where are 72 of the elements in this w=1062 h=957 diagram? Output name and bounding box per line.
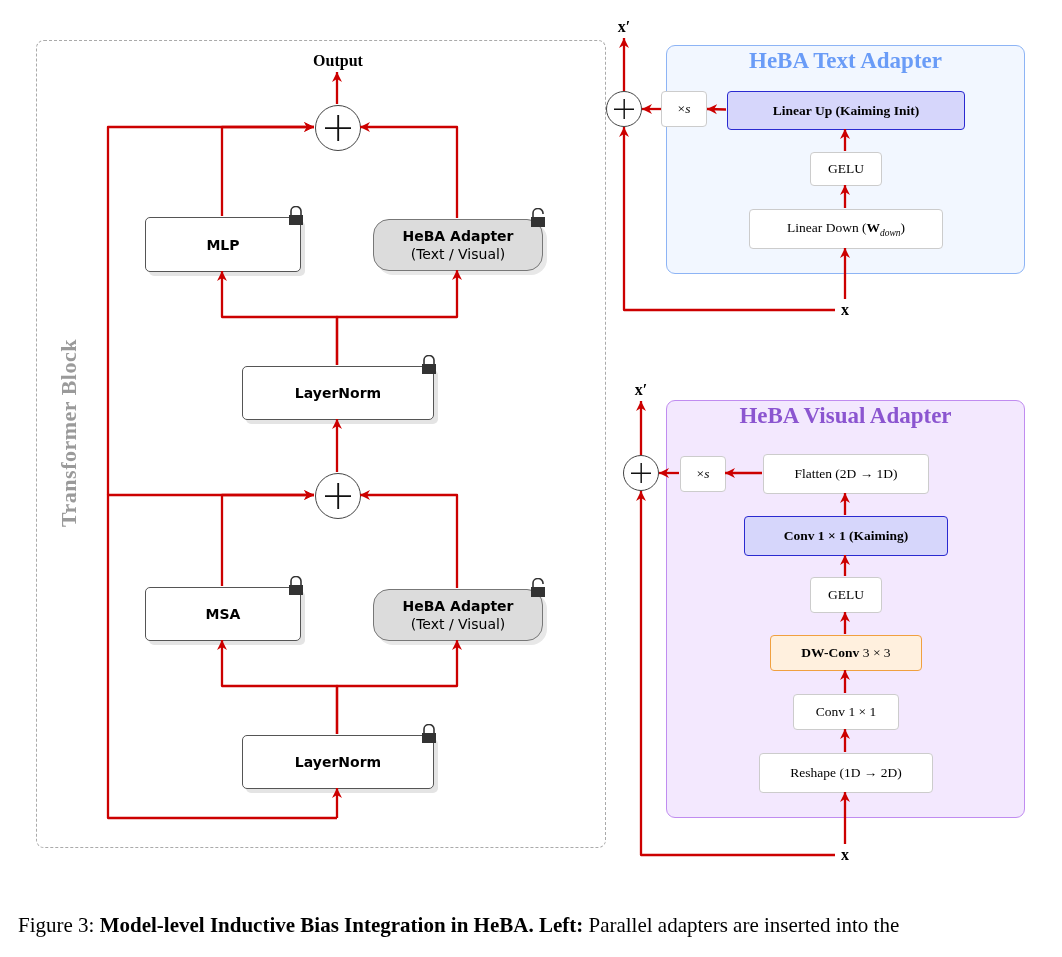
box-label: Conv 1 × 1 (Kaiming) <box>783 528 909 544</box>
arrow <box>619 127 835 312</box>
arrow <box>659 468 679 478</box>
box-title: HeBA Adapter <box>402 226 514 245</box>
layer-box <box>810 152 882 186</box>
box-label: GELU <box>828 161 864 177</box>
box-title: HeBA Adapter <box>402 596 514 615</box>
box-label: GELU <box>828 587 864 603</box>
box-label: ×s <box>696 466 710 482</box>
arrow <box>840 729 850 752</box>
layer-box <box>744 516 948 556</box>
arrow <box>840 612 850 634</box>
box-subtitle: (Text / Visual) <box>410 245 506 264</box>
box-label: Conv 1 × 1 <box>815 704 877 720</box>
arrow <box>642 104 661 114</box>
box-subtitle: (Text / Visual) <box>410 615 506 634</box>
box-label: Flatten (2D → 1D) <box>794 466 898 482</box>
layer-box <box>793 694 899 730</box>
arrow <box>335 270 462 365</box>
box-label: Linear Up (Kaiming Init) <box>772 102 920 119</box>
arrow <box>335 640 462 734</box>
sum-circle <box>315 473 361 519</box>
arrow <box>619 38 629 91</box>
input-label: x <box>841 846 849 864</box>
sum-circle <box>623 455 659 491</box>
box-label: LayerNorm <box>294 385 382 401</box>
box-label: MLP <box>206 236 240 253</box>
arrow <box>360 122 459 218</box>
box-label: Reshape (1D → 2D) <box>790 765 902 781</box>
block-title: Transformer Block <box>56 339 82 527</box>
arrow <box>332 72 342 104</box>
arrow <box>636 491 835 857</box>
arrow <box>360 490 459 588</box>
box-label: LayerNorm <box>294 754 382 770</box>
layer-box <box>763 454 929 494</box>
scale-box <box>680 456 726 492</box>
layer-box <box>749 209 943 249</box>
box-label: Linear Down (W$_{down}$) <box>787 220 905 238</box>
arrow <box>706 104 727 115</box>
arrow <box>332 788 342 818</box>
layer-box <box>727 91 965 130</box>
layer-box <box>770 635 922 671</box>
transformer-block-frame <box>36 40 606 848</box>
arrow <box>840 493 850 515</box>
arrow <box>840 670 850 693</box>
sum-circle <box>315 105 361 151</box>
arrow <box>840 248 850 299</box>
panel-title: HeBA Visual Adapter <box>738 403 953 429</box>
layer-box <box>759 753 933 793</box>
box-label: DW-Conv 3 × 3 <box>801 645 891 661</box>
figure-caption: Figure 3: Model-level Inductive Bias Integration in HeBA. Left: Parallel adapters are inserted into the <box>18 913 900 938</box>
output-label: Output <box>313 52 363 70</box>
output-label: x′ <box>617 18 631 36</box>
adapter-panel <box>666 45 1025 274</box>
arrow <box>840 185 850 208</box>
sum-circle <box>606 91 642 127</box>
box-label: MSA <box>205 606 241 622</box>
arrow <box>840 129 850 151</box>
input-label: x <box>841 301 849 319</box>
arrow <box>332 419 342 472</box>
arrow <box>106 122 314 495</box>
arrow <box>840 792 850 844</box>
output-label: x′ <box>634 381 648 399</box>
box-label: ×s <box>677 101 691 117</box>
scale-box <box>661 91 707 127</box>
arrow <box>840 555 850 576</box>
layer-box <box>810 577 882 613</box>
arrow <box>106 490 337 820</box>
arrow <box>725 468 762 478</box>
panel-title: HeBA Text Adapter <box>748 48 943 74</box>
adapter-panel <box>666 400 1025 818</box>
arrow <box>636 401 646 455</box>
